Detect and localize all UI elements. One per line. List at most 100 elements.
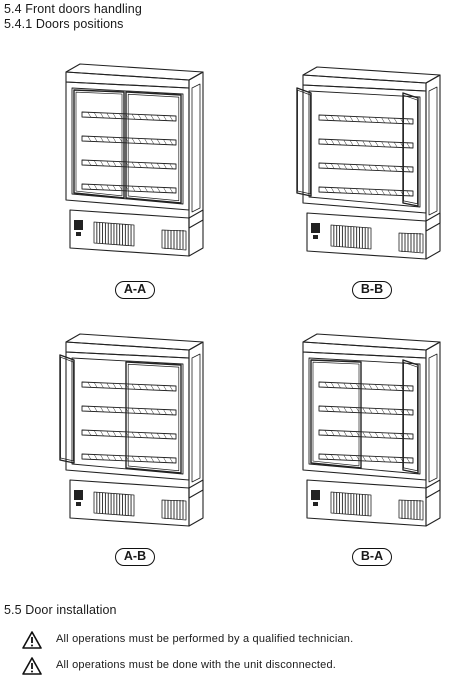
switch bbox=[313, 235, 318, 239]
shelf-hatch bbox=[144, 408, 148, 415]
shelf-hatch bbox=[119, 407, 123, 413]
shelf-hatch bbox=[343, 383, 348, 389]
shelf bbox=[81, 381, 177, 392]
shelf-hatch bbox=[356, 116, 360, 122]
shelf-hatch bbox=[362, 431, 367, 438]
control-panel bbox=[311, 223, 320, 233]
shelf-hatch bbox=[368, 141, 373, 147]
shelf-hatch bbox=[100, 430, 104, 437]
shelf-hatch bbox=[375, 384, 379, 390]
fridge-illustration-a-b bbox=[58, 330, 208, 530]
shelf-hatch bbox=[375, 165, 379, 171]
shelf-hatch bbox=[157, 187, 161, 193]
warning-text: All operations must be performed by a qu… bbox=[56, 633, 354, 645]
installation-heading: 5.5 Door installation bbox=[4, 603, 117, 617]
shelf-hatch bbox=[387, 457, 392, 463]
shelf-hatch bbox=[362, 140, 367, 147]
warning-text: All operations must be done with the uni… bbox=[56, 659, 337, 671]
shelf-hatch bbox=[324, 187, 329, 193]
shelf-hatch bbox=[387, 118, 392, 124]
shelf-hatch bbox=[163, 139, 167, 145]
shelf-hatch bbox=[331, 382, 335, 388]
shelf-hatch bbox=[381, 141, 385, 148]
shelf-hatch bbox=[131, 186, 136, 192]
left-door bbox=[73, 89, 125, 199]
shelf-hatch bbox=[337, 406, 341, 413]
shelf-hatch bbox=[387, 142, 392, 148]
shelf-hatch bbox=[337, 115, 341, 122]
shelf-hatch bbox=[362, 164, 367, 171]
shelf bbox=[318, 381, 414, 392]
shelf-hatch bbox=[356, 140, 360, 146]
shelf-hatch bbox=[131, 114, 136, 120]
shelf-hatch bbox=[349, 116, 354, 122]
shelf-hatch bbox=[94, 184, 98, 190]
shelf-hatch bbox=[349, 431, 354, 437]
figure-label-a-b: A-B bbox=[115, 548, 155, 566]
shelf-hatch bbox=[150, 163, 155, 169]
cabinet-opening bbox=[71, 87, 184, 205]
vent-grille bbox=[398, 232, 424, 254]
shelf-hatch bbox=[349, 188, 354, 194]
shelf-hatch bbox=[368, 384, 373, 390]
shelf-hatch bbox=[106, 137, 111, 143]
shelf-hatch bbox=[144, 384, 148, 391]
shelf-hatch bbox=[131, 162, 136, 168]
shelf-hatch bbox=[368, 189, 373, 195]
shelf-hatch bbox=[331, 115, 335, 121]
shelf-hatch bbox=[100, 160, 104, 167]
shelf-hatch bbox=[331, 163, 335, 169]
shelf-hatch bbox=[337, 139, 341, 146]
cabinet-base-side bbox=[188, 479, 204, 527]
shelf-hatch bbox=[119, 455, 123, 461]
shelf-hatch bbox=[169, 409, 174, 416]
vent-grille bbox=[161, 499, 187, 521]
shelf bbox=[318, 186, 414, 197]
shelf-hatch bbox=[368, 165, 373, 171]
left-door-glass bbox=[75, 91, 123, 197]
shelf-hatch bbox=[331, 187, 335, 193]
left-door-glass bbox=[312, 361, 360, 467]
shelf-hatch bbox=[381, 117, 385, 124]
shelf-hatch bbox=[406, 457, 411, 464]
switch bbox=[76, 232, 81, 236]
shelf-hatch bbox=[169, 457, 174, 464]
shelf-hatch bbox=[394, 433, 398, 439]
cabinet-top bbox=[302, 333, 441, 351]
shelf-hatch bbox=[368, 432, 373, 438]
fridge-illustration-a-a bbox=[58, 60, 208, 260]
shelf-hatch bbox=[349, 383, 354, 389]
shelf bbox=[81, 111, 177, 122]
shelf-hatch bbox=[131, 384, 136, 390]
side-glass bbox=[191, 83, 201, 213]
shelf-hatch bbox=[100, 406, 104, 413]
shelf-hatch bbox=[144, 138, 148, 145]
fridge-illustration-b-b bbox=[295, 63, 445, 263]
shelf-hatch bbox=[337, 430, 341, 437]
shelf-hatch bbox=[138, 138, 142, 144]
shelf-hatch bbox=[368, 456, 373, 462]
shelf-hatch bbox=[324, 382, 329, 388]
shelf-hatch bbox=[94, 136, 98, 142]
right-door-glass bbox=[127, 93, 180, 202]
shelf-hatch bbox=[150, 433, 155, 439]
shelf-hatch bbox=[331, 430, 335, 436]
shelf-hatch bbox=[100, 112, 104, 119]
shelf-hatch bbox=[349, 164, 354, 170]
shelf-hatch bbox=[163, 115, 167, 121]
vent-grille bbox=[93, 221, 135, 247]
figure-label-a-a: A-A bbox=[115, 281, 155, 299]
cabinet-front-frame bbox=[65, 81, 190, 211]
shelf-hatch bbox=[94, 382, 98, 388]
left-door-glass bbox=[60, 356, 74, 462]
left-door bbox=[310, 359, 362, 469]
shelf bbox=[81, 183, 177, 194]
shelf-hatch bbox=[87, 184, 92, 190]
cabinet-side-panel bbox=[425, 341, 441, 499]
shelf-hatch bbox=[87, 406, 92, 412]
shelf-hatch bbox=[131, 408, 136, 414]
shelf-hatch bbox=[100, 184, 104, 191]
shelf-hatch bbox=[362, 407, 367, 414]
shelf-hatch bbox=[163, 457, 167, 463]
shelf-hatch bbox=[394, 409, 398, 415]
